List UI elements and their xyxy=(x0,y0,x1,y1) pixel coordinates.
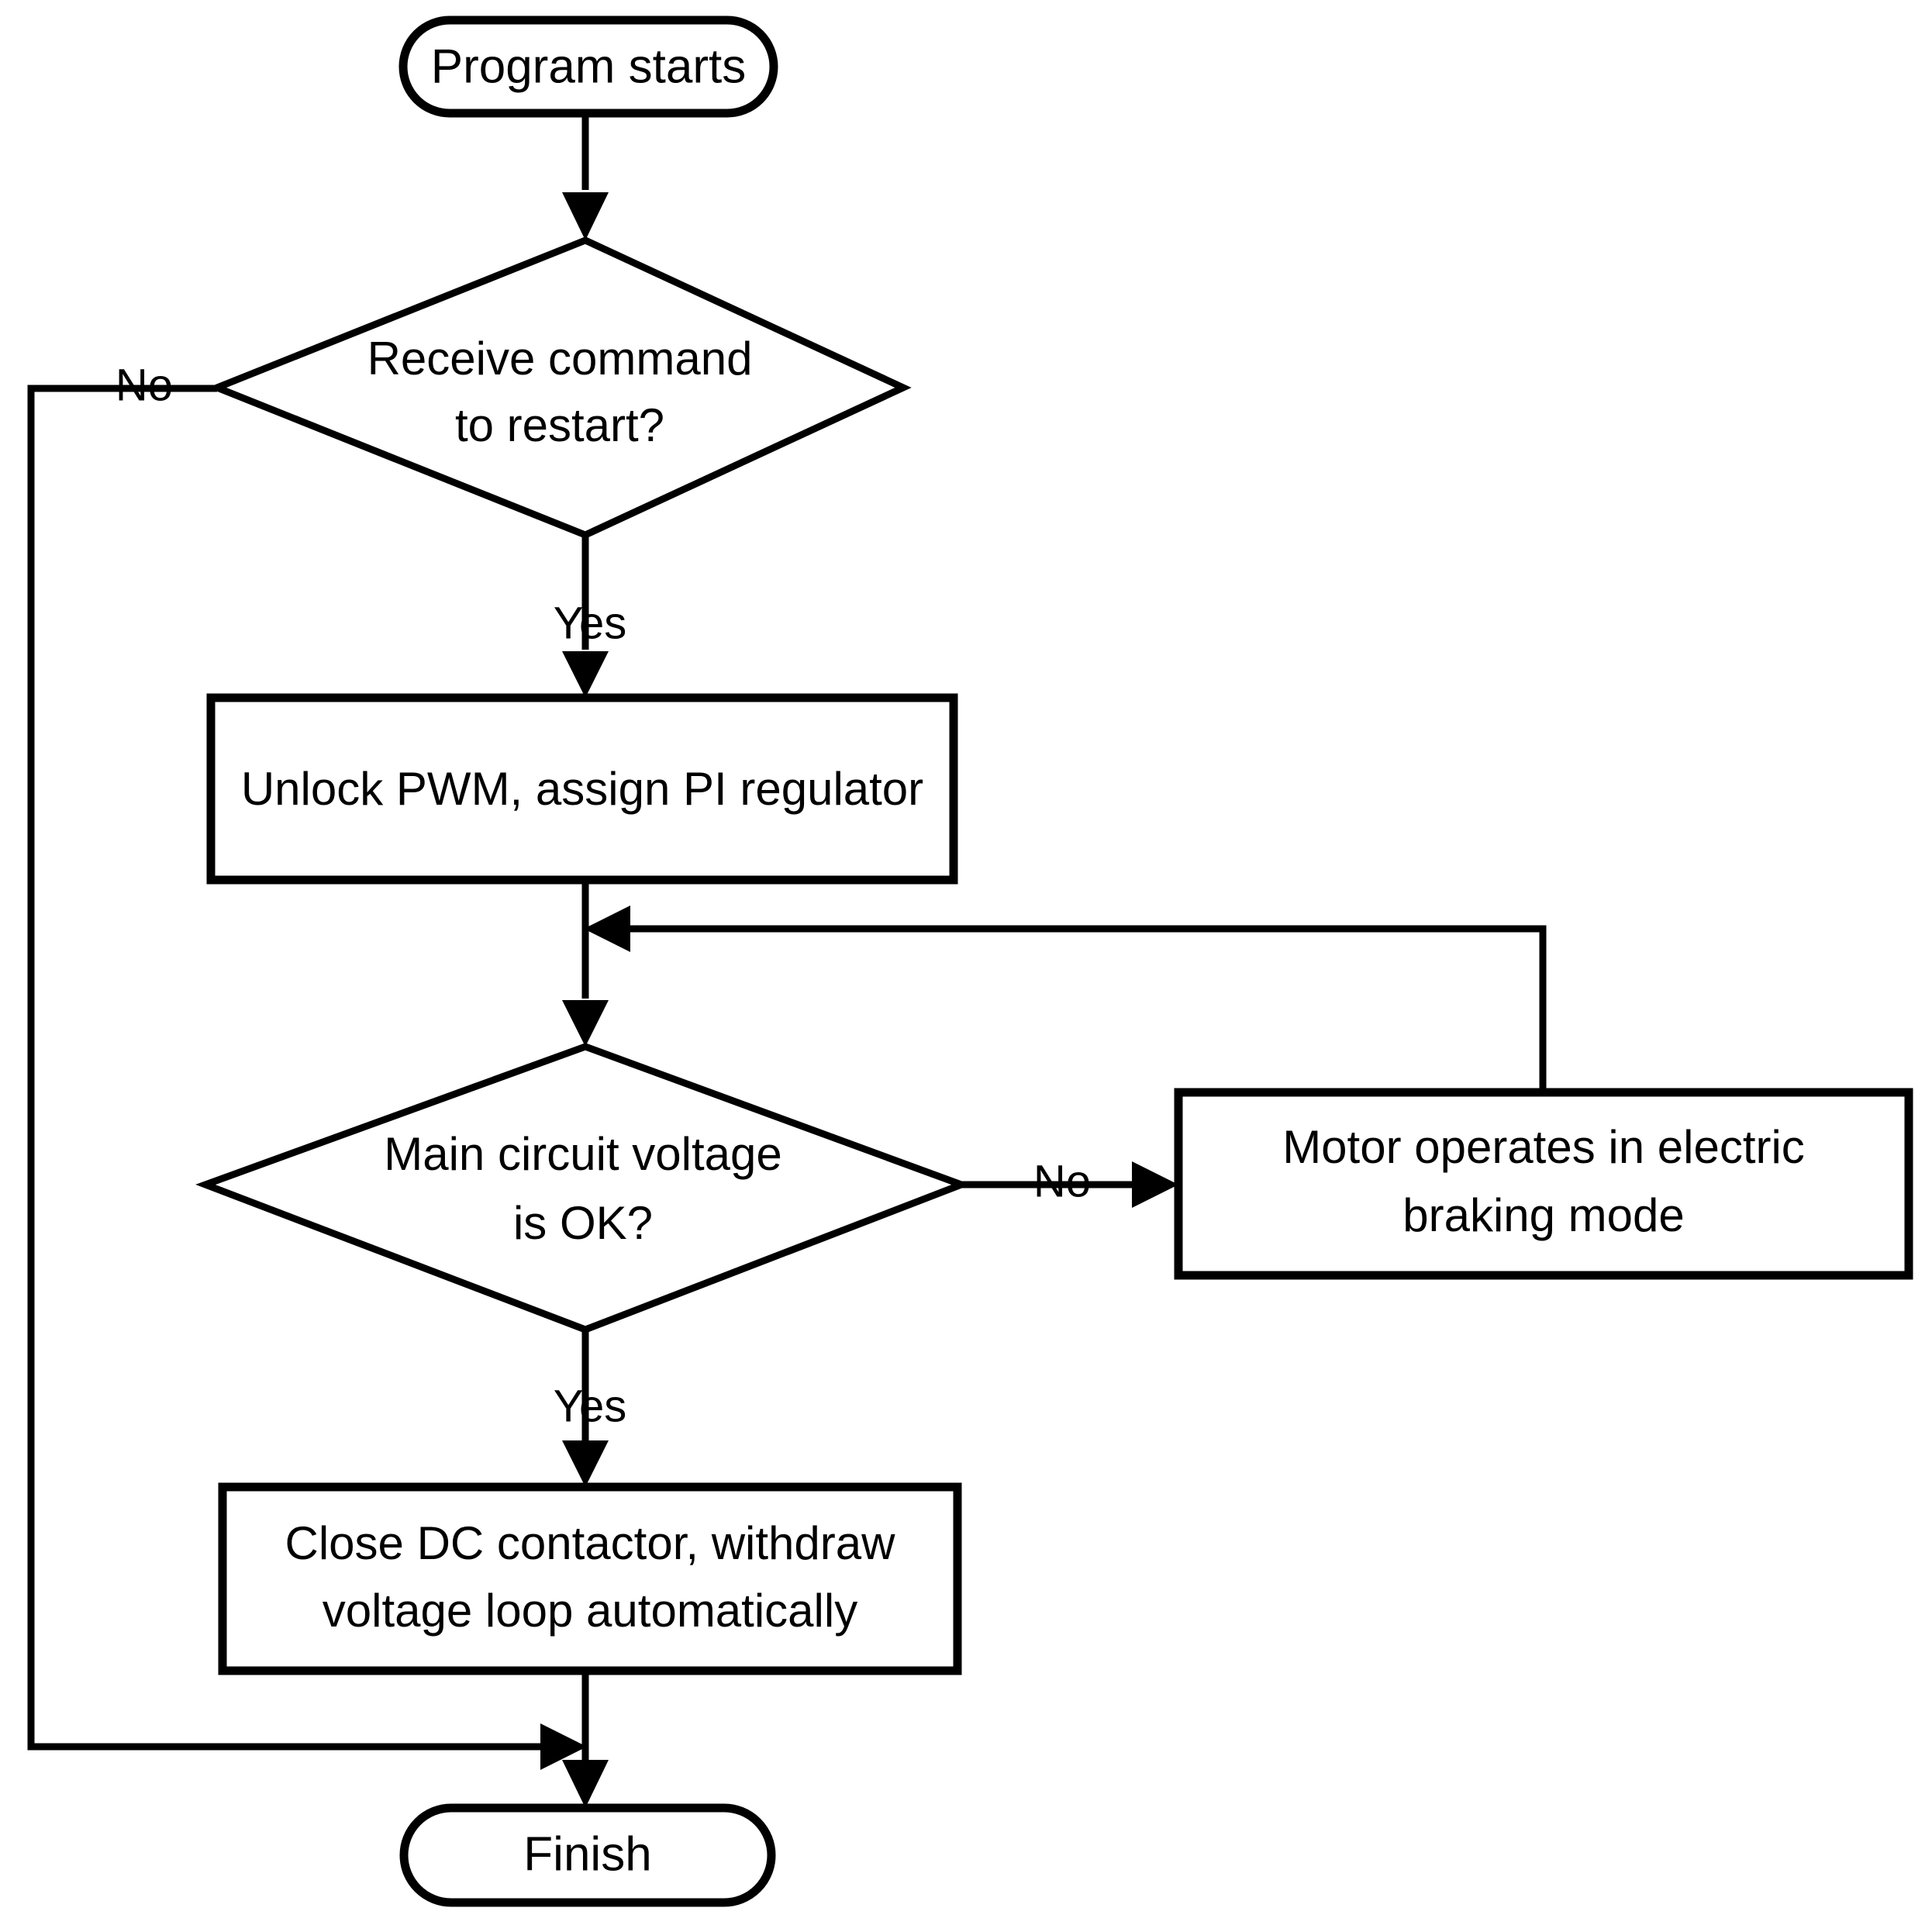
process-pwm-shape xyxy=(206,693,958,885)
node-process-pwm[interactable]: Unlock PWM, assign PI regulator xyxy=(206,693,958,885)
decision-restart-shape xyxy=(207,236,912,539)
edge-pwm-to-voltage xyxy=(562,880,609,1047)
edge-restart-yes xyxy=(562,535,609,698)
finish-terminator-shape xyxy=(399,1803,776,1907)
decision-voltage-label-line1: Main circuit voltage xyxy=(384,1128,782,1180)
edge-label-restart-no: No xyxy=(116,360,173,410)
decision-voltage-shape xyxy=(195,1043,971,1333)
edge-label-restart-yes: Yes xyxy=(554,598,627,648)
edge-voltage-yes xyxy=(562,1330,609,1487)
process-contactor-label-line1: Close DC contactor, withdraw xyxy=(285,1517,896,1569)
edge-restart-no xyxy=(27,385,587,1770)
edge-label-voltage-yes: Yes xyxy=(554,1381,627,1431)
process-braking-label-line1: Motor operates in electric xyxy=(1282,1121,1805,1173)
edge-voltage-no xyxy=(961,1161,1178,1208)
process-braking-shape xyxy=(1174,1088,1913,1280)
node-finish[interactable]: Finish xyxy=(399,1803,776,1907)
edge-start-to-restart xyxy=(562,112,609,240)
decision-voltage-label-line2: is OK? xyxy=(513,1197,653,1249)
node-decision-voltage[interactable]: Main circuit voltage is OK? xyxy=(195,1043,971,1333)
node-decision-restart[interactable]: Receive command to restart? xyxy=(207,236,912,539)
process-pwm-label: Unlock PWM, assign PI regulator xyxy=(241,763,923,815)
edge-braking-feedback xyxy=(584,906,1547,1092)
node-process-braking[interactable]: Motor operates in electric braking mode xyxy=(1174,1088,1913,1280)
start-terminator-shape xyxy=(398,16,778,118)
node-process-contactor[interactable]: Close DC contactor, withdraw voltage loo… xyxy=(218,1482,962,1675)
decision-restart-label-line1: Receive command xyxy=(367,333,753,385)
edge-contactor-to-finish xyxy=(562,1671,609,1808)
process-contactor-shape xyxy=(218,1482,962,1675)
decision-restart-label-line2: to restart? xyxy=(455,399,664,451)
start-label: Program starts xyxy=(431,40,747,93)
finish-label: Finish xyxy=(523,1827,651,1881)
node-start[interactable]: Program starts xyxy=(398,16,778,118)
edge-label-voltage-no: No xyxy=(1033,1156,1091,1206)
process-contactor-label-line2: voltage loop automatically xyxy=(323,1585,857,1637)
process-braking-label-line2: braking mode xyxy=(1402,1189,1685,1241)
